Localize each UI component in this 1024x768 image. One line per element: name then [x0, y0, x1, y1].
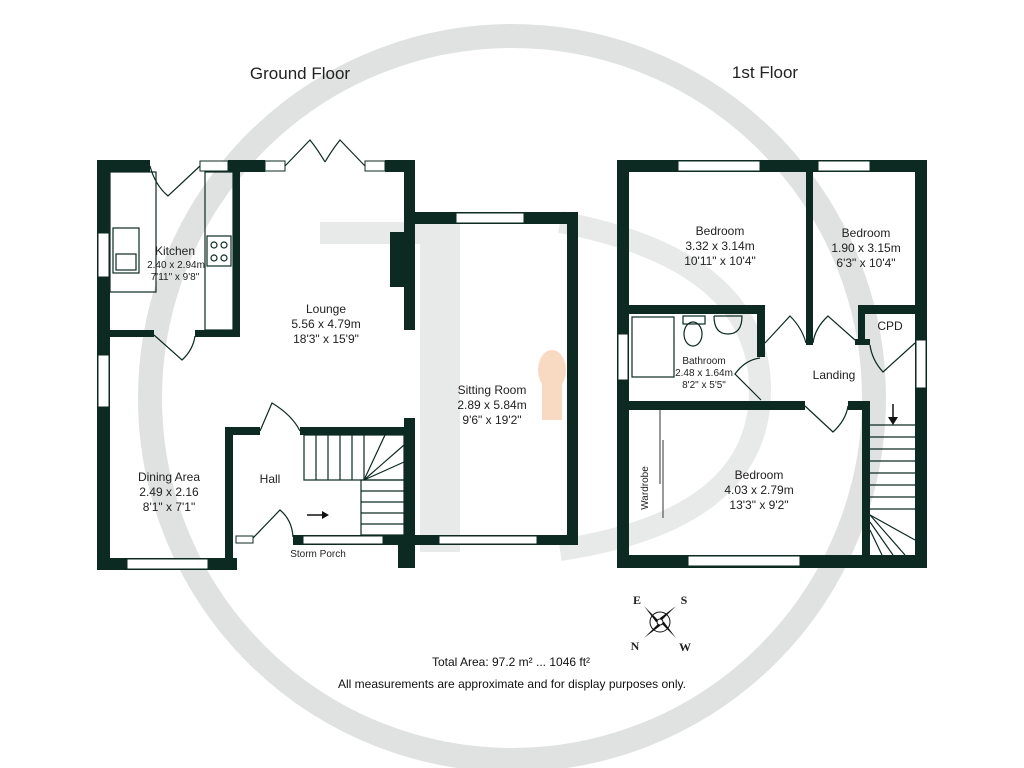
bedroom3-imperial: 13'3" x 9'2": [729, 498, 788, 512]
compass-icon: [644, 606, 676, 638]
compass-n: N: [631, 639, 640, 653]
ground-floor-title: Ground Floor: [250, 64, 350, 83]
total-area: Total Area: 97.2 m² ... 1046 ft²: [432, 655, 590, 669]
stair-arrow-icon: [322, 511, 329, 519]
sitting-room-metric: 2.89 x 5.84m: [457, 398, 526, 412]
kitchen-metric: 2.40 x 2.94m: [147, 260, 205, 271]
dining-area-imperial: 8'1" x 7'1": [143, 500, 195, 514]
bedroom2-metric: 1.90 x 3.15m: [831, 241, 900, 255]
bedroom3-metric: 4.03 x 2.79m: [724, 483, 793, 497]
bathroom-imperial: 8'2" x 5'5": [682, 380, 726, 391]
storm-porch-label: Storm Porch: [290, 549, 346, 560]
lounge-imperial: 18'3" x 15'9": [293, 332, 359, 346]
bedroom2-label: Bedroom: [842, 226, 891, 240]
cpd-label: CPD: [877, 319, 903, 333]
kitchen-label: Kitchen: [155, 244, 195, 258]
disclaimer: All measurements are approximate and for…: [338, 677, 686, 691]
sitting-room-imperial: 9'6" x 19'2": [462, 413, 521, 427]
compass-w: W: [679, 640, 691, 654]
stair-down-arrow-icon: [888, 417, 898, 425]
bedroom1-label: Bedroom: [696, 224, 745, 238]
bathroom-metric: 2.48 x 1.64m: [675, 368, 733, 379]
compass-s: S: [681, 593, 688, 607]
bedroom1-imperial: 10'11" x 10'4": [684, 254, 756, 268]
bedroom3-label: Bedroom: [735, 468, 784, 482]
dining-area-label: Dining Area: [138, 470, 200, 484]
first-floor-plan: [617, 160, 927, 568]
lounge-metric: 5.56 x 4.79m: [291, 317, 360, 331]
landing-label: Landing: [813, 368, 856, 382]
lounge-label: Lounge: [306, 302, 346, 316]
dining-area-metric: 2.49 x 2.16: [139, 485, 199, 499]
first-floor-title: 1st Floor: [732, 63, 798, 82]
compass-e: E: [633, 593, 641, 607]
watermark-logo: [138, 24, 886, 768]
bedroom1-metric: 3.32 x 3.14m: [685, 239, 754, 253]
ground-floor-plan: [97, 139, 578, 570]
kitchen-imperial: 7'11" x 9'8": [151, 272, 200, 283]
bathroom-label: Bathroom: [682, 356, 725, 367]
sitting-room-label: Sitting Room: [458, 383, 527, 397]
bedroom2-imperial: 6'3" x 10'4": [836, 256, 895, 270]
wardrobe-label: Wardrobe: [640, 466, 651, 510]
hall-label: Hall: [260, 472, 281, 486]
